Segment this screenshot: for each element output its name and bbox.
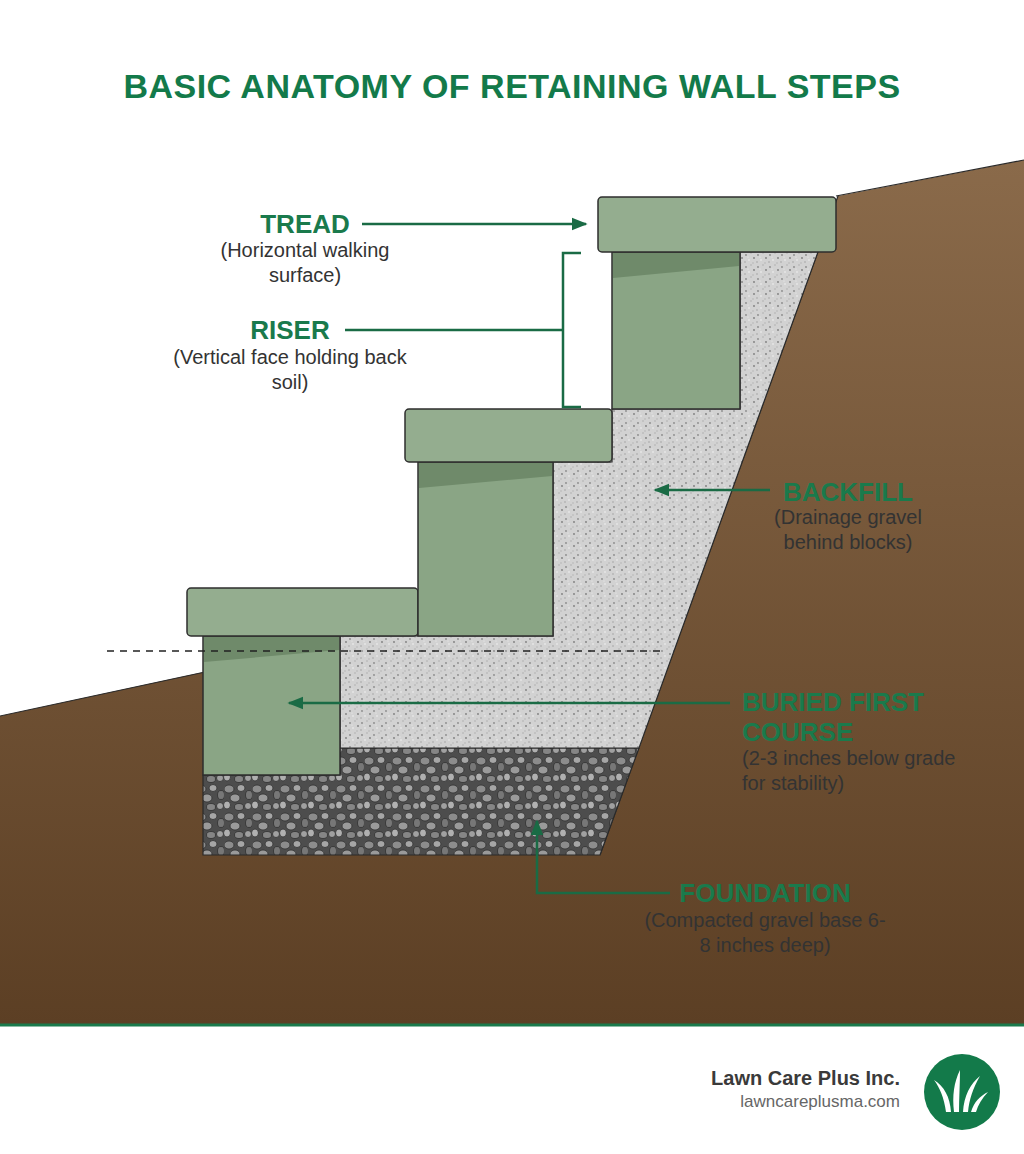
leader-lines (289, 224, 770, 893)
callout-heading: TREAD (205, 209, 405, 239)
soil-ground (0, 160, 1024, 1025)
footer-ground (0, 1025, 1024, 1154)
callout-note: (Horizontal walking surface) (195, 238, 415, 288)
wall-blocks (187, 197, 836, 775)
callout-heading: RISER (190, 315, 390, 345)
drainage-backfill (340, 252, 818, 748)
grade-reference (107, 650, 660, 651)
callout-note: (Compacted gravel base 6-8 inches deep) (640, 908, 890, 958)
callout-note: (Drainage gravel behind blocks) (758, 505, 938, 555)
top-grade-line (836, 160, 1024, 196)
diagram-title: BASIC ANATOMY OF RETAINING WALL STEPS (0, 66, 1024, 106)
callout-note: (Vertical face holding back soil) (170, 345, 410, 395)
callout-note: (2-3 inches below grade for stability) (742, 746, 962, 796)
callout-heading: BACKFILL (748, 477, 948, 507)
callout-heading: FOUNDATION (635, 878, 895, 908)
brand-name: Lawn Care Plus Inc. (560, 1065, 900, 1091)
footer-rule (0, 1024, 1024, 1027)
brand-website: lawncareplusma.com (560, 1091, 900, 1113)
grade-line (0, 672, 205, 716)
brand-logo (924, 1054, 1000, 1130)
callout-heading: BURIED FIRST COURSE (742, 687, 972, 747)
